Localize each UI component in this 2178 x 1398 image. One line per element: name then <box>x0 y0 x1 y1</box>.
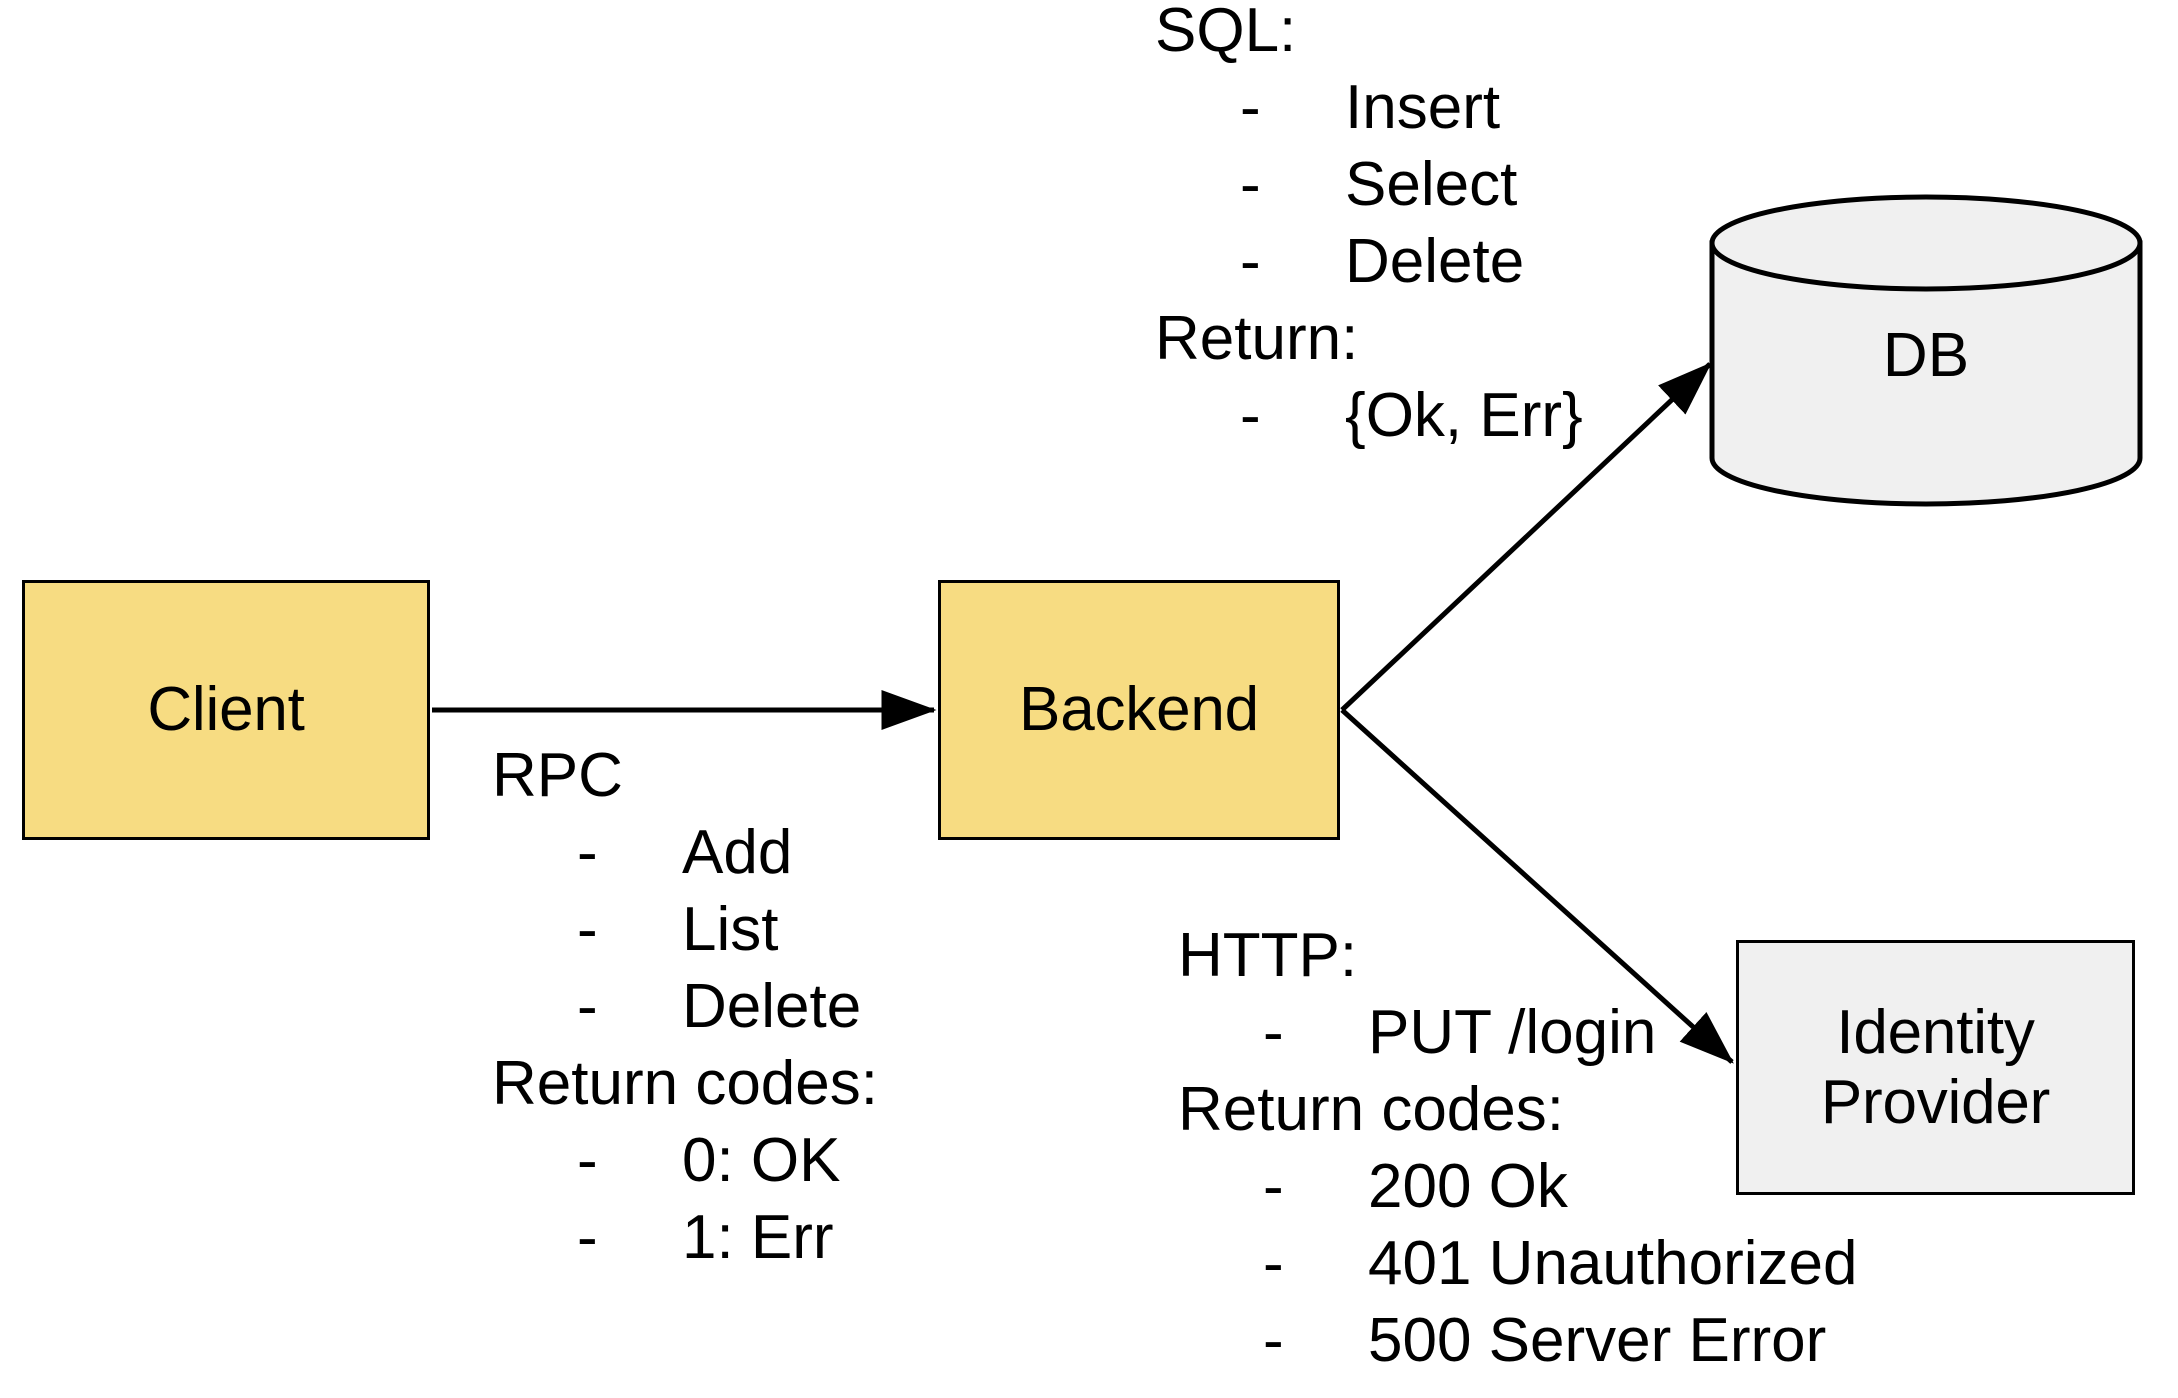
rpc-returns-title: Return codes: <box>492 1049 878 1118</box>
idp-label-line2: Provider <box>1820 1067 2051 1137</box>
node-client[interactable]: Client <box>22 580 430 840</box>
sql-method-label: Insert <box>1345 73 1501 142</box>
node-backend-label: Backend <box>1019 675 1259 745</box>
http-return-item: - 200 Ok <box>1178 1148 1857 1225</box>
annotation-sql: SQL: - Insert - Select - Delete Return: … <box>1155 0 1583 454</box>
http-method-item: - PUT /login <box>1178 994 1857 1071</box>
rpc-return-item: - 0: OK <box>492 1122 878 1199</box>
sql-return-item: - {Ok, Err} <box>1155 377 1583 454</box>
bullet-dash-icon: - <box>577 895 598 964</box>
sql-returns-title: Return: <box>1155 304 1359 373</box>
node-db[interactable] <box>1706 188 2146 522</box>
rpc-method-label: Delete <box>682 972 862 1041</box>
sql-return-label: {Ok, Err} <box>1345 381 1583 450</box>
bullet-dash-icon: - <box>1240 381 1261 450</box>
node-identity-provider[interactable]: Identity Provider <box>1736 940 2135 1195</box>
rpc-return-item: - 1: Err <box>492 1199 878 1276</box>
http-method-label: PUT /login <box>1368 998 1657 1067</box>
rpc-return-label: 1: Err <box>682 1203 834 1272</box>
sql-method-item: - Select <box>1155 146 1583 223</box>
bullet-dash-icon: - <box>1263 1229 1284 1298</box>
annotation-http: HTTP: - PUT /login Return codes: - 200 O… <box>1178 917 1857 1379</box>
http-return-item: - 401 Unauthorized <box>1178 1225 1857 1302</box>
idp-label-line1: Identity <box>1836 998 2035 1068</box>
rpc-method-item: - Add <box>492 814 878 891</box>
sql-method-item: - Delete <box>1155 223 1583 300</box>
http-returns-title: Return codes: <box>1178 1075 1564 1144</box>
rpc-method-label: Add <box>682 818 793 887</box>
bullet-dash-icon: - <box>1263 1306 1284 1375</box>
node-identity-provider-label: Identity Provider <box>1821 998 2050 1137</box>
rpc-method-label: List <box>682 895 779 964</box>
db-cylinder-body <box>1709 240 2143 507</box>
bullet-dash-icon: - <box>577 972 598 1041</box>
rpc-method-item: - List <box>492 891 878 968</box>
sql-method-item: - Insert <box>1155 69 1583 146</box>
bullet-dash-icon: - <box>1240 73 1261 142</box>
sql-title: SQL: <box>1155 0 1297 65</box>
node-backend[interactable]: Backend <box>938 580 1340 840</box>
http-title: HTTP: <box>1178 921 1358 990</box>
bullet-dash-icon: - <box>1240 150 1261 219</box>
http-return-item: - 500 Server Error <box>1178 1302 1857 1379</box>
node-client-label: Client <box>147 675 305 745</box>
http-return-label: 500 Server Error <box>1368 1306 1827 1375</box>
rpc-title: RPC <box>492 741 623 810</box>
sql-method-label: Delete <box>1345 227 1525 296</box>
bullet-dash-icon: - <box>577 1203 598 1272</box>
bullet-dash-icon: - <box>1263 998 1284 1067</box>
rpc-method-item: - Delete <box>492 968 878 1045</box>
bullet-dash-icon: - <box>577 1126 598 1195</box>
http-return-label: 401 Unauthorized <box>1368 1229 1858 1298</box>
rpc-return-label: 0: OK <box>682 1126 841 1195</box>
http-return-label: 200 Ok <box>1368 1152 1568 1221</box>
annotation-rpc: RPC - Add - List - Delete Return codes: … <box>492 737 878 1276</box>
bullet-dash-icon: - <box>1263 1152 1284 1221</box>
bullet-dash-icon: - <box>577 818 598 887</box>
sql-method-label: Select <box>1345 150 1518 219</box>
db-cylinder-top <box>1709 194 2143 292</box>
bullet-dash-icon: - <box>1240 227 1261 296</box>
